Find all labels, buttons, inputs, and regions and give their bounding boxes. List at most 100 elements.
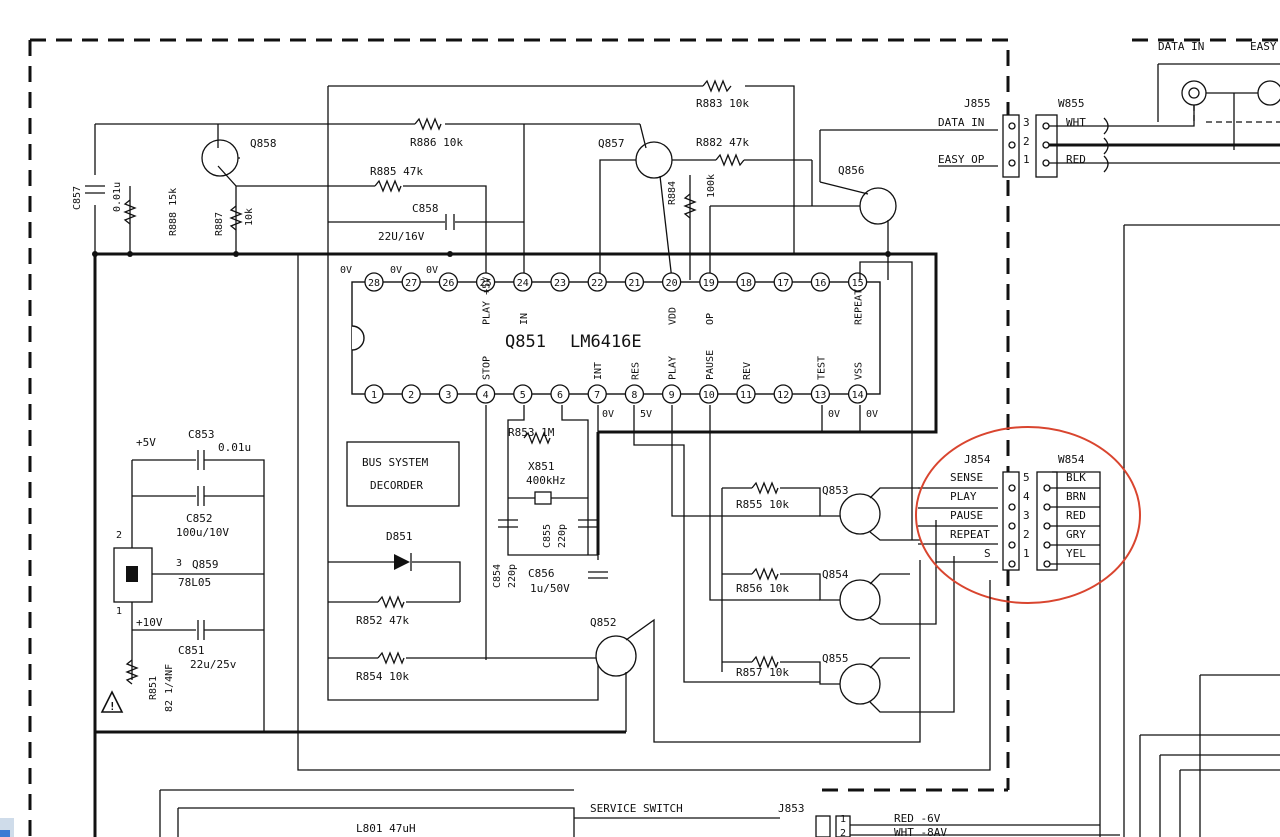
power-supply: +5V C853 0.01u C852 100u/10V Q859 78L05 …	[100, 428, 265, 732]
c857-value: 0.01u	[112, 182, 123, 212]
ic-pin	[587, 384, 607, 404]
ic-ref: Q851	[505, 332, 546, 352]
ic-pin	[699, 384, 719, 404]
j855-row-pin: 3	[1023, 116, 1030, 129]
c852-value: 100u/10V	[176, 526, 229, 539]
ic-pin-function: VDD	[668, 307, 679, 325]
pin-mark-2: 2	[116, 530, 122, 541]
r885-label: R885 47k	[370, 165, 423, 178]
c852-ref: C852	[186, 512, 213, 525]
c856-ref: C856	[528, 567, 555, 580]
q853-label: Q853	[822, 484, 849, 497]
drive-transistors: R855 10k Q853 R856 10k Q854 R857 10k Q85…	[721, 481, 955, 713]
ic-pin	[736, 384, 756, 404]
w854-row-wire: RED	[1066, 509, 1086, 522]
ic-pin	[550, 272, 570, 292]
j854-pin	[1008, 503, 1016, 511]
r888-label: R888 15k	[168, 188, 179, 236]
ic-pin	[513, 272, 533, 292]
ic-pin-number: 1	[371, 390, 377, 401]
j855-connector: J855 W855 DATA IN 3 WHT 2 EASY OP 1 RED	[819, 97, 1280, 182]
c855-value: 220p	[557, 524, 568, 548]
c854-ref: C854	[492, 564, 503, 588]
ic-pin	[401, 384, 421, 404]
volt-bottom-13: 0V	[828, 409, 840, 420]
j854-row-pin: 4	[1023, 490, 1030, 503]
bus-decoder-box: BUS SYSTEM DECORDER	[346, 441, 460, 507]
ic-pin	[773, 272, 793, 292]
r857-label: R857 10k	[736, 666, 789, 679]
easy-jack	[1257, 80, 1280, 106]
r883-label: R883 10k	[696, 97, 749, 110]
j854-pin	[1008, 522, 1016, 530]
ic-pin-function: STOP	[482, 356, 493, 380]
ic-pin-number: 22	[591, 278, 603, 289]
wht-8av-label: WHT -8AV	[894, 826, 947, 837]
c855-ref: C855	[542, 524, 553, 548]
j854-row-signal: S	[984, 547, 991, 560]
ic-pin-function: PAUSE	[705, 350, 716, 380]
ic-pin-number: 2	[408, 390, 414, 401]
window-edge-artifact	[0, 830, 10, 837]
ic-pin-number: 26	[442, 278, 454, 289]
top-right-jacks: DATA IN EASY	[1157, 40, 1280, 150]
ic-pin	[773, 384, 793, 404]
ic-pin-number: 25	[480, 278, 492, 289]
board-outline	[28, 38, 1280, 837]
q854-label: Q854	[822, 568, 849, 581]
ic-pin-function: REV	[742, 362, 753, 380]
ic-pin	[624, 384, 645, 404]
ic-pin	[438, 272, 459, 292]
ic-pin	[847, 272, 868, 292]
q855-label: Q855	[822, 652, 849, 665]
ic-pin-number: 8	[631, 390, 637, 401]
q857-label: Q857	[598, 137, 625, 150]
volt-bottom-7: 0V	[602, 409, 614, 420]
q859-label: Q859	[192, 558, 219, 571]
ic-pin-number: 11	[740, 390, 752, 401]
ic-pin	[513, 384, 533, 404]
ic-part: LM6416E	[570, 332, 642, 352]
plus5-label: +5V	[136, 436, 156, 449]
ic-pin-function: TEST	[816, 356, 827, 380]
ic-pin	[810, 384, 831, 404]
c857-ref: C857	[72, 186, 83, 210]
ic-pin-number: 10	[703, 390, 715, 401]
ic-pin-number: 15	[852, 278, 864, 289]
volt-bottom-14: 0V	[866, 409, 878, 420]
ic-pin-number: 7	[594, 390, 600, 401]
ic-pin	[550, 384, 570, 404]
j855-row-pin: 2	[1023, 135, 1030, 148]
ic-pin-function: IN	[519, 313, 530, 325]
ic-pin-number: 12	[777, 390, 789, 401]
q856-label: Q856	[838, 164, 865, 177]
pin-mark-3: 3	[176, 558, 182, 569]
top-network: C857 0.01u Q858 R888 15k R887 10k R886 1…	[72, 79, 897, 281]
ic-pin-number: 21	[628, 278, 640, 289]
ic-pin-number: 3	[445, 390, 451, 401]
l801-label: L801 47uH	[356, 822, 416, 835]
r884-label: R884	[667, 181, 678, 205]
j854-row-pin: 3	[1023, 509, 1030, 522]
ic-pin-number: 4	[483, 390, 489, 401]
ic-pin	[364, 272, 384, 292]
w854-pin	[1043, 484, 1051, 492]
c854-value: 220p	[507, 564, 518, 588]
j854-pin	[1008, 541, 1016, 549]
j853-pin1: 1	[840, 814, 846, 825]
bus-box-line2: DECORDER	[370, 479, 423, 492]
ic-pin-function: VSS	[854, 362, 865, 380]
highlight-circle	[915, 426, 1141, 604]
ic-pin	[847, 384, 868, 404]
r855-label: R855 10k	[736, 498, 789, 511]
w854-ref: W854	[1058, 453, 1085, 466]
r852-label: R852 47k	[356, 614, 409, 627]
x851-ref: X851	[528, 460, 555, 473]
c851-ref: C851	[178, 644, 205, 657]
volt-top-26: 0V	[426, 265, 438, 276]
r854-label: R854 10k	[356, 670, 409, 683]
svg-text:!: !	[109, 700, 116, 713]
